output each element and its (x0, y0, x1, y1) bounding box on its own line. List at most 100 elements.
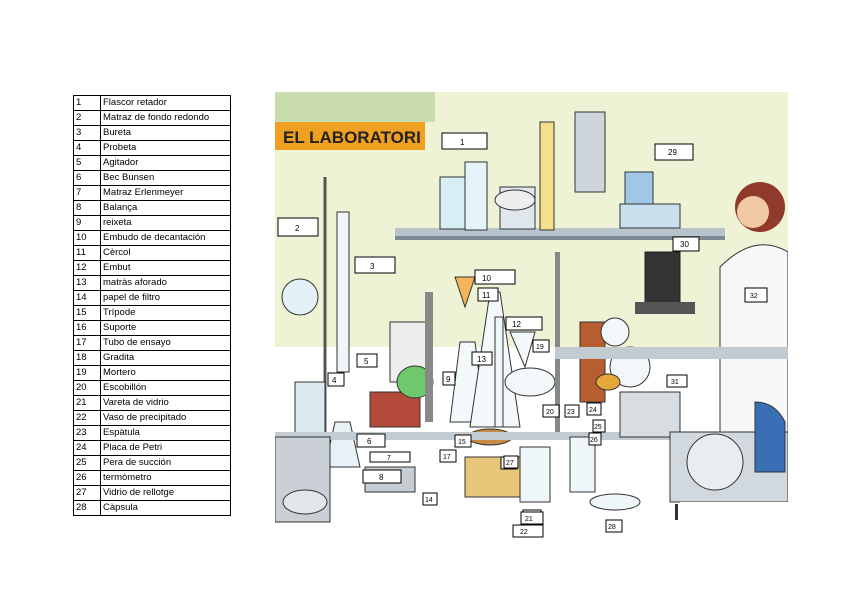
legend-name: Tubo de ensayo (100, 335, 231, 351)
svg-text:29: 29 (668, 148, 677, 157)
svg-text:5: 5 (364, 357, 369, 366)
svg-text:25: 25 (594, 424, 602, 431)
legend-number: 23 (73, 425, 101, 441)
svg-text:10: 10 (482, 274, 491, 283)
number-labels: 1 2 3 4 5 6 7 8 9 10 11 12 13 14 15 16 1… (277, 132, 768, 538)
legend-name: Suporte (100, 320, 231, 336)
legend-name: termòmetro (100, 470, 231, 486)
legend-number: 3 (73, 125, 101, 141)
legend-number: 17 (73, 335, 101, 351)
label-box: 11 (477, 287, 499, 302)
label-box: 8 (362, 469, 402, 484)
svg-text:7: 7 (387, 455, 391, 462)
legend-name: matràs aforado (100, 275, 231, 291)
svg-text:14: 14 (425, 497, 433, 504)
title-banner (275, 122, 425, 150)
legend-name: Balança (100, 200, 231, 216)
legend-number: 20 (73, 380, 101, 396)
legend-number: 5 (73, 155, 101, 171)
legend-name: Pera de succión (100, 455, 231, 471)
legend-name: Matraz Erlenmeyer (100, 185, 231, 201)
svg-text:27: 27 (506, 460, 514, 467)
svg-text:28: 28 (608, 524, 616, 531)
svg-text:24: 24 (589, 407, 597, 414)
svg-text:32: 32 (750, 293, 758, 300)
legend-number: 1 (73, 95, 101, 111)
svg-text:17: 17 (443, 454, 451, 461)
svg-text:3: 3 (370, 262, 375, 271)
legend-number: 21 (73, 395, 101, 411)
svg-text:20: 20 (546, 409, 554, 416)
shelf (395, 228, 725, 236)
illustration-title: EL LABORATORI (283, 128, 421, 147)
legend-number: 6 (73, 170, 101, 186)
legend-name: Trípode (100, 305, 231, 321)
legend-name: Càpsula (100, 500, 231, 516)
legend-number: 10 (73, 230, 101, 246)
legend-name: Vaso de precipitado (100, 410, 231, 426)
label-box: 17 (439, 449, 457, 463)
legend-number: 4 (73, 140, 101, 156)
legend-number: 18 (73, 350, 101, 366)
svg-text:30: 30 (680, 240, 689, 249)
label-box: 22 (512, 524, 544, 538)
label-box: 19 (532, 339, 550, 353)
svg-text:15: 15 (458, 439, 466, 446)
label-box: 27 (503, 455, 519, 469)
legend-name: Agitador (100, 155, 231, 171)
svg-text:2: 2 (295, 224, 300, 233)
legend-number: 26 (73, 470, 101, 486)
legend-number: 11 (73, 245, 101, 261)
label-box: 20 (542, 404, 560, 418)
label-box: 9 (442, 371, 456, 386)
label-box: 31 (666, 374, 688, 388)
svg-text:11: 11 (482, 291, 491, 300)
svg-text:26: 26 (590, 437, 598, 444)
label-box: 26 (588, 432, 602, 446)
label-box: 14 (422, 492, 438, 506)
legend-number: 7 (73, 185, 101, 201)
legend-name: Vareta de vidrio (100, 395, 231, 411)
legend-name: Matraz de fondo redondo (100, 110, 231, 126)
legend-name: Probeta (100, 140, 231, 156)
legend-number: 8 (73, 200, 101, 216)
label-box: 12 (505, 316, 543, 331)
label-box: 7 (369, 451, 411, 463)
label-box: 29 (654, 143, 694, 161)
label-box: 21 (520, 511, 544, 525)
label-box: 30 (672, 236, 700, 252)
label-box: 6 (356, 433, 386, 448)
laboratory-illustration: EL LABORATORI (275, 92, 788, 541)
label-box: 2 (277, 217, 319, 237)
legend-number: 12 (73, 260, 101, 276)
legend-name: Embudo de decantación (100, 230, 231, 246)
legend-number: 25 (73, 455, 101, 471)
svg-text:6: 6 (367, 437, 372, 446)
label-box: 15 (454, 434, 472, 448)
svg-text:1: 1 (460, 138, 465, 147)
label-box: 24 (586, 402, 602, 416)
label-box: 25 (592, 419, 606, 433)
